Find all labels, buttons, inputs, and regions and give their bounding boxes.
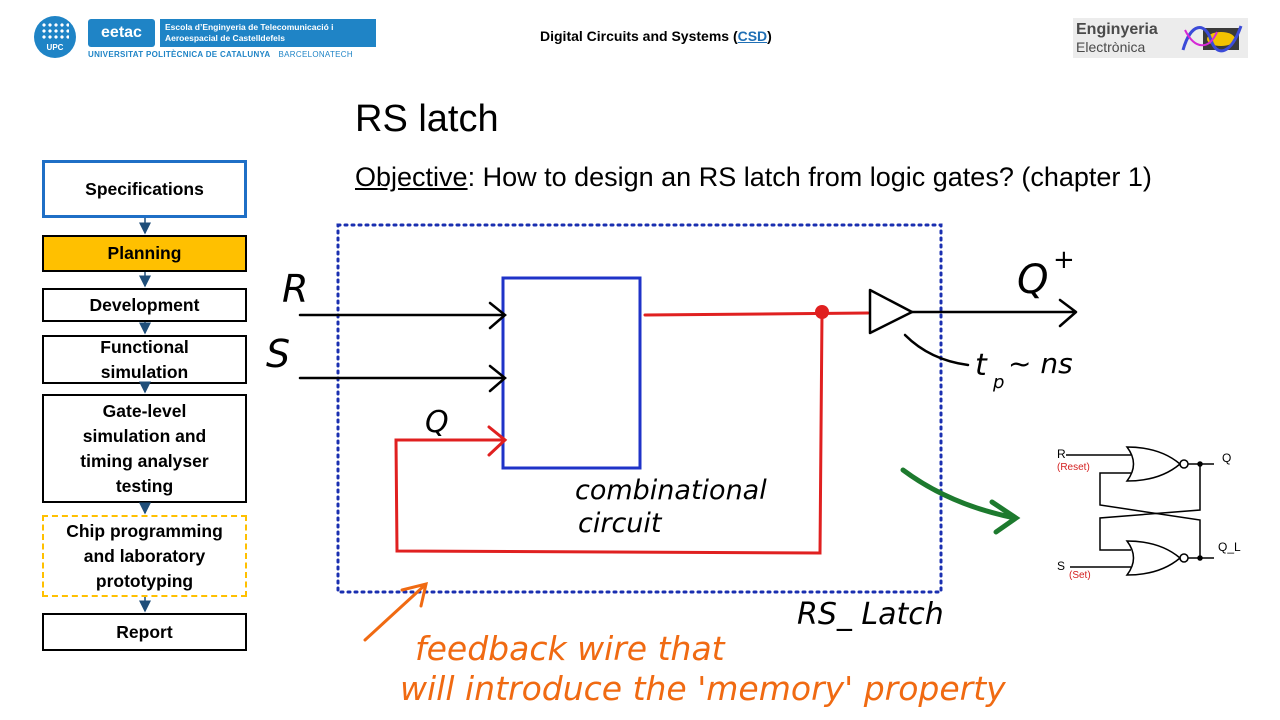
ee-logo-line1: Enginyeria (1076, 21, 1158, 38)
upc-logo-dots (41, 22, 69, 40)
eetac-school-line2: Aeroespacial de Castelldefels (165, 33, 286, 43)
output-plus-label: + (1053, 245, 1075, 275)
course-link[interactable]: CSD (737, 28, 768, 44)
feedback-q-label: Q (425, 405, 449, 440)
nor-q-label: Q (1222, 451, 1231, 465)
barcelonatech-text: BARCELONATECH (278, 50, 353, 59)
nor-ql-label: Q_L (1218, 540, 1241, 554)
slide-title: RS latch (355, 98, 499, 140)
flow-step-gate-level-simulation: Gate-level simulation and timing analyse… (42, 394, 247, 503)
note-line1: feedback wire that (415, 629, 726, 668)
delay-ns-label: ~ ns (1008, 347, 1073, 380)
nor-r-label: R (1057, 447, 1066, 461)
nor-reset-label: (Reset) (1057, 462, 1090, 473)
block-label-line2: circuit (578, 508, 663, 539)
ee-logo-line2: Electrònica (1076, 39, 1146, 55)
objective-line: Objective: How to design an RS latch fro… (355, 162, 1152, 193)
latch-name-label: RS_ Latch (797, 597, 944, 632)
course-title: Digital Circuits and Systems (CSD) (540, 28, 900, 44)
flow-step-planning: Planning (42, 235, 247, 272)
upc-logo: UPC (34, 16, 76, 58)
flow-step-chip-programming: Chip programming and laboratory prototyp… (42, 515, 247, 597)
eetac-school-line1: Escola d’Enginyeria de Telecomunicació i (165, 22, 334, 32)
course-title-prefix: Digital Circuits and Systems ( (540, 28, 738, 44)
green-arrow (900, 467, 1021, 535)
flow-step-report: Report (42, 613, 247, 651)
input-s-label: S (266, 332, 290, 376)
block-label-line1: combinational (575, 475, 767, 506)
nor-s-label: S (1057, 559, 1065, 573)
delay-p-label: p (992, 372, 1004, 393)
enginyeria-electronica-logo: Enginyeria Electrònica (1073, 18, 1248, 58)
flow-step-development: Development (42, 288, 247, 322)
output-q-label: Q (1017, 257, 1048, 303)
feedback-junction (815, 305, 829, 319)
objective-text: : How to design an RS latch from logic g… (467, 162, 1152, 192)
objective-label: Objective (355, 162, 468, 192)
nor-latch-schematic (1066, 446, 1214, 576)
university-text: UNIVERSITAT POLITÈCNICA DE CATALUNYA (88, 50, 271, 59)
course-title-suffix: ) (767, 28, 772, 44)
note-line2: will introduce the 'memory' property (400, 669, 1006, 708)
chip-graphic-icon (1181, 25, 1243, 53)
feedback-note: feedback wire that will introduce the 'm… (363, 581, 1006, 708)
delay-buffer (868, 288, 1078, 367)
eetac-school-name: Escola d’Enginyeria de Telecomunicació i… (160, 19, 376, 47)
nor-set-label: (Set) (1069, 570, 1091, 581)
feedback-wire (394, 311, 870, 555)
upc-logo-text: UPC (46, 43, 64, 52)
delay-t-label: t (975, 348, 988, 383)
flow-step-specifications: Specifications (42, 160, 247, 218)
eetac-logo: eetac (88, 19, 155, 47)
combinational-block (501, 276, 642, 470)
latch-boundary (336, 223, 943, 594)
input-r-label: R (282, 267, 308, 311)
input-arrows (298, 301, 507, 393)
university-name: UNIVERSITAT POLITÈCNICA DE CATALUNYA BARC… (88, 50, 353, 59)
